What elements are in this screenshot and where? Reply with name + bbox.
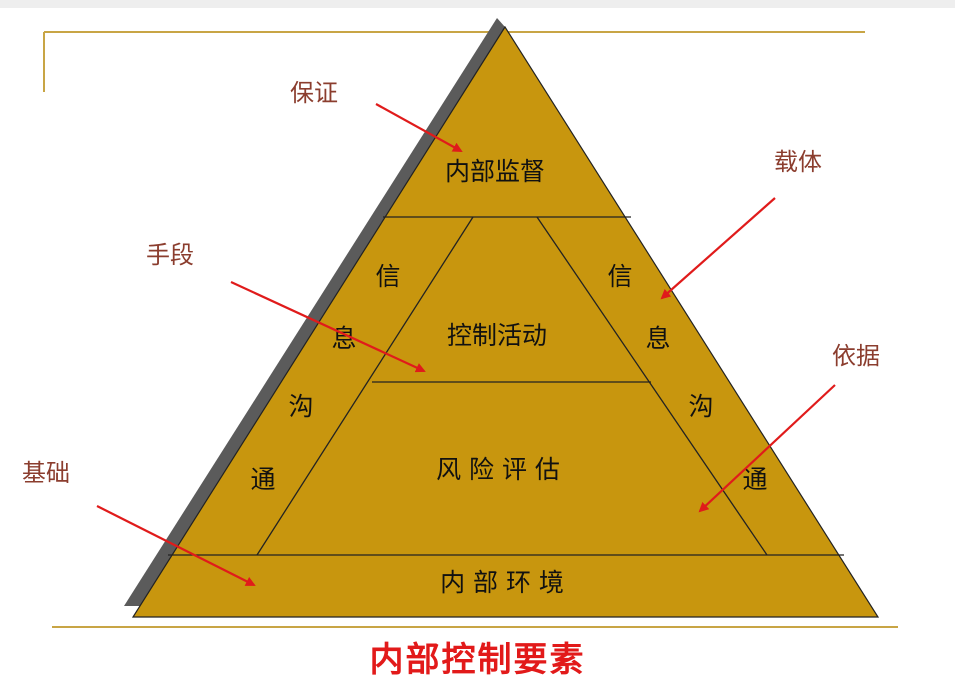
arrow-guarantee <box>375 103 463 152</box>
inner-right-edge <box>536 216 768 556</box>
base-label: 内 部 环 境 <box>440 568 564 597</box>
side-left-char: 信 <box>375 262 400 291</box>
arrow-means <box>230 281 426 373</box>
caption-title: 内部控制要素 <box>369 640 586 680</box>
side-left-char: 通 <box>250 465 275 494</box>
annotation-guarantee: 保证 <box>290 79 338 107</box>
side-right-char: 沟 <box>688 392 713 421</box>
inner-left-edge <box>256 216 474 556</box>
annotation-basis: 依据 <box>832 342 880 370</box>
side-right-char: 信 <box>607 262 632 291</box>
center-label: 控制活动 <box>447 321 547 350</box>
annotation-means: 手段 <box>146 241 194 269</box>
annotation-carrier: 载体 <box>774 148 822 176</box>
pyramid-shadow <box>124 18 505 606</box>
top-bar <box>0 0 955 8</box>
arrow-foundation <box>96 505 256 586</box>
middle-label: 风 险 评 估 <box>436 455 560 484</box>
apex-label: 内部监督 <box>445 157 545 186</box>
side-left-char: 沟 <box>288 392 313 421</box>
side-right-char: 息 <box>645 324 670 353</box>
arrow-basis <box>698 384 836 513</box>
annotation-foundation: 基础 <box>22 459 70 487</box>
arrow-carrier <box>660 197 776 300</box>
side-right-char: 通 <box>742 465 767 494</box>
